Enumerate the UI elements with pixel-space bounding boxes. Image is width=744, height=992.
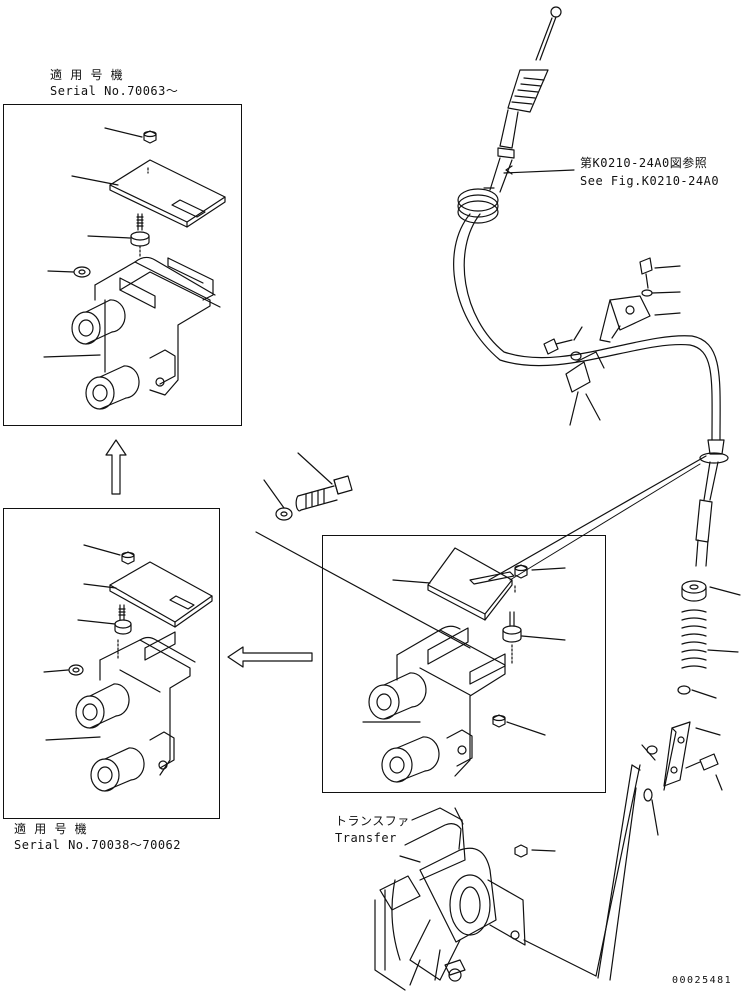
detail-frame-bottom-left [3,508,220,819]
bracket-assembly-top [43,127,226,410]
bottom-callout-line2: Serial No.70038～70062 [14,838,181,852]
bolt-and-washer [255,452,471,649]
bottom-callout-line1: 適 用 号 機 [14,822,88,836]
control-cable [453,6,729,581]
detail-frame-top [3,104,242,426]
transfer-label-line2: Transfer [335,831,397,845]
bracket-assembly-center [362,547,566,783]
drawing-number: 00025481 [672,975,733,986]
cable-reference-line2: See Fig.K0210-24A0 [580,174,720,188]
top-callout-line2: Serial No.70063～ [50,84,179,98]
leader-cable-to-plate [509,463,701,581]
bracket-assembly-left [43,544,213,792]
arrow-up-icon [105,439,127,495]
transfer-unit [374,764,641,991]
detail-frame-center [322,535,606,793]
arrow-left-icon [227,646,313,668]
cable-reference-line1: 第K0210-24A0図参照 [580,156,708,170]
spring-and-yoke [597,580,741,981]
transfer-label-line1: トランスファ [335,814,410,828]
top-callout-line1: 適 用 号 機 [50,68,124,82]
